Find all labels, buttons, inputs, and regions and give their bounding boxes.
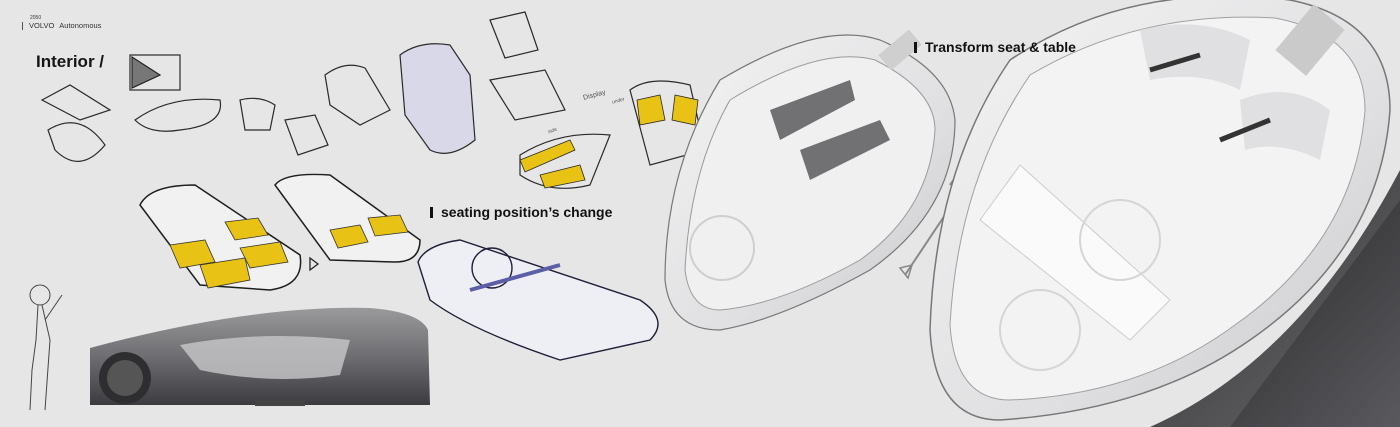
side-view-vehicle bbox=[90, 307, 430, 406]
label-marker bbox=[430, 206, 433, 218]
seating-label: seating position’s change bbox=[430, 204, 612, 220]
label-marker bbox=[914, 41, 917, 53]
human-figure bbox=[29, 284, 63, 411]
seat-layout-sketch-2 bbox=[274, 173, 421, 263]
interior-pod-right bbox=[929, 0, 1391, 421]
concept-sketches bbox=[40, 11, 706, 189]
yellow-seat-highlights bbox=[519, 94, 699, 189]
yellow-seats-1 bbox=[169, 217, 289, 289]
year-label: 2050 bbox=[30, 15, 42, 21]
interior-pod-middle bbox=[664, 29, 956, 331]
section-title: Interior / bbox=[36, 52, 105, 71]
yellow-seats-2 bbox=[329, 214, 409, 249]
transform-label-text: Transform seat & table bbox=[925, 39, 1076, 55]
brand-name: VOLVO bbox=[29, 21, 55, 30]
transform-label: Transform seat & table bbox=[914, 39, 1076, 55]
brand-header: 2050 VOLVO Autonomous bbox=[22, 15, 101, 30]
brand-subtitle: Autonomous bbox=[59, 21, 102, 30]
divider bbox=[22, 21, 23, 30]
arrow-triangle bbox=[309, 256, 320, 272]
blue-seat-sketch bbox=[417, 239, 659, 361]
seating-label-text: seating position’s change bbox=[441, 204, 613, 220]
